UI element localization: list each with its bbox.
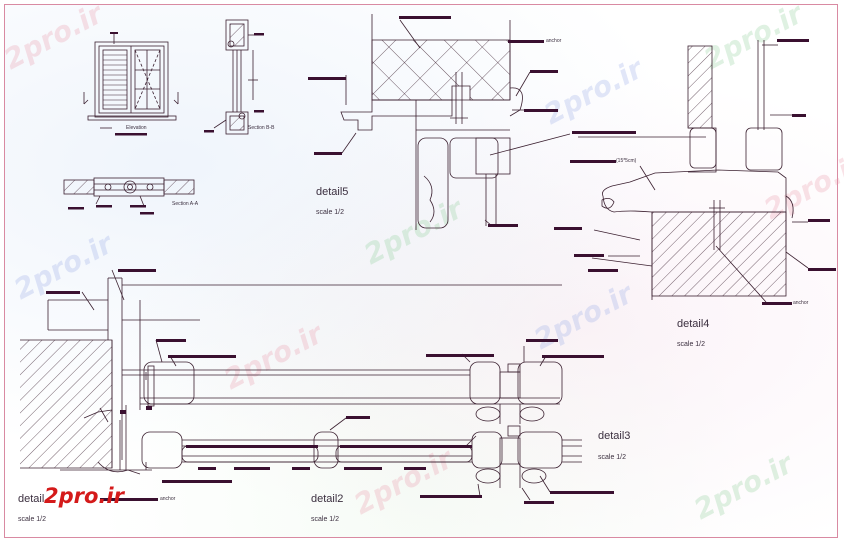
detail4-title: detail4	[677, 318, 710, 330]
section-aa-label: Section A-A	[172, 201, 199, 207]
detail4-drawing	[578, 40, 809, 303]
section-bb-label: Section B-B	[248, 125, 275, 131]
detail5-scale: scale 1/2	[316, 209, 345, 216]
detail5-title: detail5	[316, 186, 349, 198]
section-aa-view	[63, 177, 195, 207]
brand-logo: 2pro.ir	[44, 484, 124, 508]
elevation-view	[83, 34, 179, 129]
anchor-annotation: anchor	[160, 496, 176, 502]
section-bb-view	[213, 19, 258, 135]
detail3-title: detail3	[598, 430, 631, 442]
bottom-details-drawing	[20, 269, 582, 501]
anchor-annotation: anchor	[546, 38, 562, 44]
detail-title: detail	[18, 493, 45, 505]
detail-scale: scale 1/2	[18, 516, 47, 523]
anchor-annotation: anchor	[793, 300, 809, 306]
detail2-scale: scale 1/2	[311, 516, 340, 523]
detail3-scale: scale 1/2	[598, 454, 627, 461]
detail5-drawing	[340, 14, 571, 230]
angle-annotation: (15*5cm)	[616, 158, 637, 164]
detail4-scale: scale 1/2	[677, 341, 706, 348]
elevation-label: Elevation	[126, 125, 147, 131]
detail2-title: detail2	[311, 493, 344, 505]
